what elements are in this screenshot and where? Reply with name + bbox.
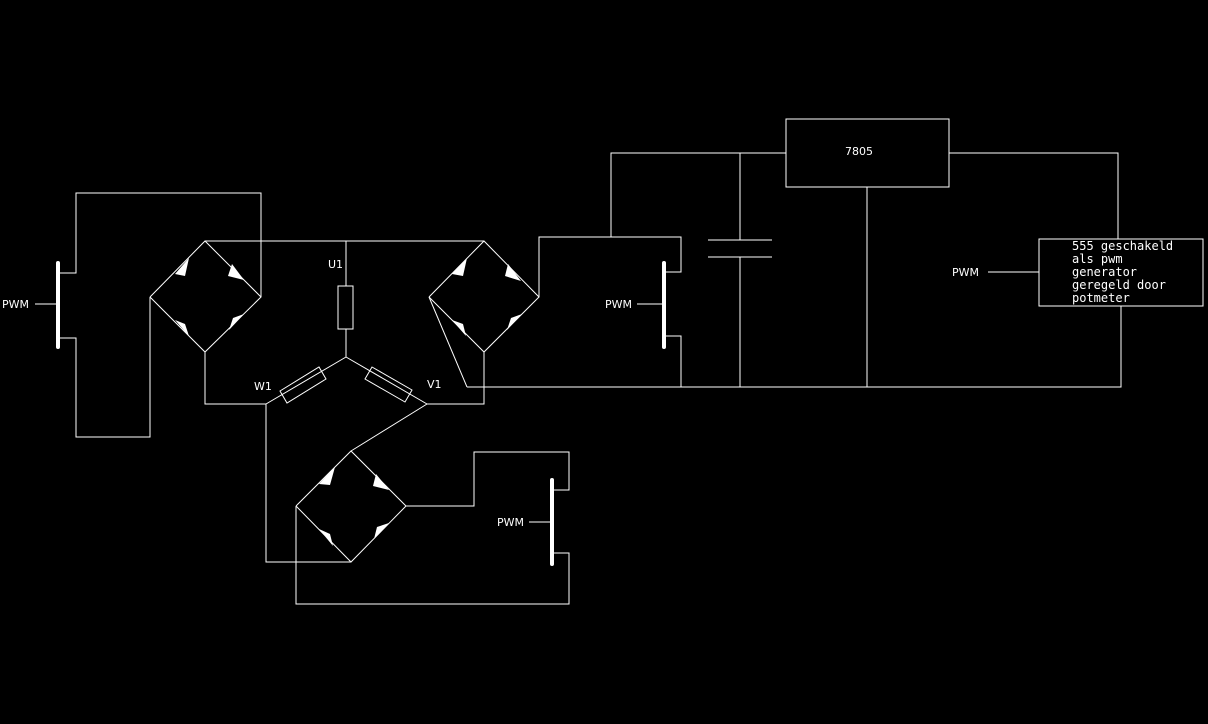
right-bridge-ground-wire [428, 296, 468, 388]
note-555-line: als pwm [1072, 252, 1123, 266]
diode-icon [229, 314, 244, 330]
w1-star-wire [265, 356, 347, 405]
regulator-output-wire [949, 152, 1119, 239]
pwm-switch-bottom [295, 451, 570, 605]
u1-label: U1 [328, 258, 343, 271]
v1-label: V1 [427, 378, 442, 391]
diode-icon [175, 320, 189, 336]
w1-label: W1 [254, 380, 272, 393]
pwm-label-bottom: PWM [497, 516, 524, 529]
diode-icon [507, 314, 522, 330]
supply-input-wire [610, 152, 786, 237]
resistor-u1 [337, 285, 354, 330]
pwm-label-left: PWM [2, 298, 29, 311]
diode-icon [452, 320, 466, 336]
diode-icon [505, 264, 521, 281]
diode-icon [319, 529, 333, 546]
bridge-rectifier-bottom [295, 450, 407, 563]
left-bridge-to-w1-wire [204, 352, 266, 405]
diode-icon [374, 523, 389, 539]
note-555-line: 555 geschakeld [1072, 239, 1173, 253]
bridge-rectifier-right [428, 240, 540, 353]
capacitor [708, 153, 772, 387]
diode-icon [452, 258, 467, 276]
ground-bus-wire [467, 306, 1122, 388]
v1-star-wire [345, 356, 428, 405]
diode-icon [319, 467, 335, 485]
note-555-line: generator [1072, 265, 1137, 279]
note-555-line: geregeld door [1072, 278, 1166, 292]
v1-to-bottom-bridge-wire [350, 403, 428, 452]
v1-to-right-bridge-wire [427, 352, 485, 405]
pwm-switch-left [35, 192, 262, 438]
pwm-switch-middle [538, 236, 682, 387]
resistor-w1 [279, 366, 327, 404]
diode-icon [373, 474, 389, 490]
diode-icon [228, 264, 244, 280]
resistor-v1 [364, 366, 413, 403]
note-555-line: potmeter [1072, 291, 1130, 305]
bridge-rectifier-left [149, 240, 262, 353]
diode-icon [175, 258, 189, 276]
pwm-label-right: PWM [952, 266, 979, 279]
pwm-label-middle: PWM [605, 298, 632, 311]
regulator-label: 7805 [845, 145, 873, 158]
w1-to-bottom-bridge-wire [265, 404, 351, 563]
